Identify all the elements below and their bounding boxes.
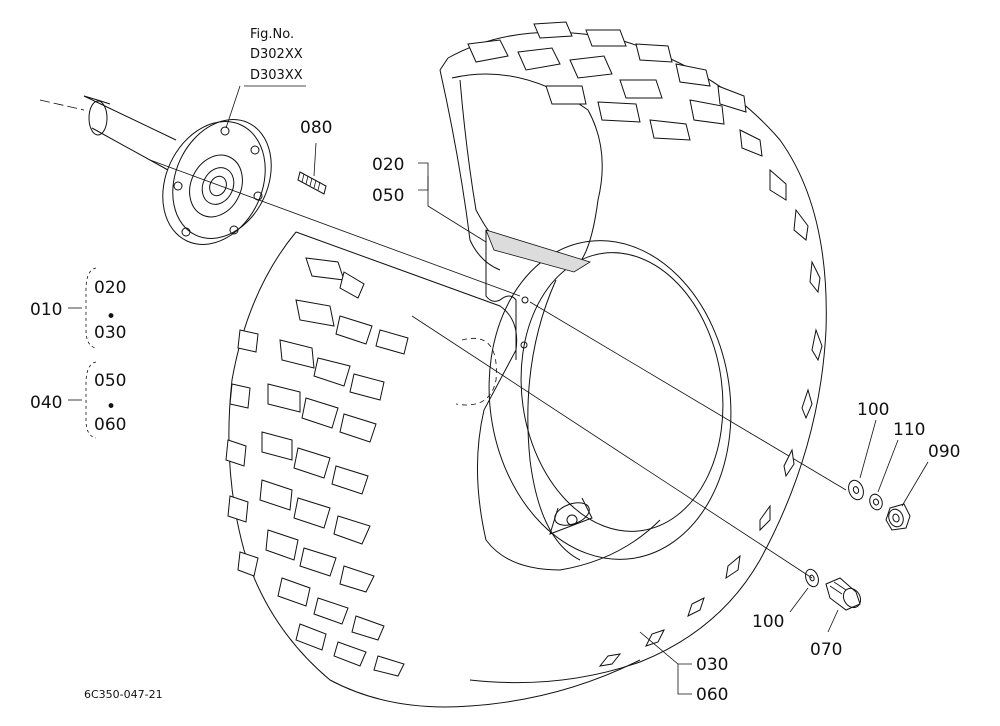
- tire-body: [228, 31, 827, 708]
- group-010-dot: •: [106, 307, 116, 327]
- callout-100-lower: 100: [752, 612, 784, 632]
- callout-110: 110: [893, 420, 925, 440]
- flat-washer-upper: [848, 479, 864, 501]
- callout-030-group: 030: [94, 323, 126, 343]
- callout-010: 010: [30, 300, 62, 320]
- spring-washer: [869, 493, 883, 511]
- hex-bolt: [825, 577, 862, 611]
- fig-ref-d303xx: D303XX: [250, 68, 303, 83]
- callout-020-group: 020: [94, 278, 126, 298]
- tread-pattern-front: [225, 257, 409, 677]
- callout-020-top: 020: [372, 155, 404, 175]
- lower-hardware-group: [789, 568, 862, 633]
- callout-060-bottom: 060: [696, 685, 728, 705]
- callout-070: 070: [810, 640, 842, 660]
- figure-reference: Fig.No. D302XX D303XX: [250, 27, 303, 83]
- fig-no-label: Fig.No.: [250, 27, 294, 42]
- wheel-nut: [885, 503, 911, 531]
- callout-100-upper: 100: [857, 400, 889, 420]
- callout-050-group: 050: [94, 371, 126, 391]
- upper-hardware-group: [848, 419, 929, 531]
- callout-group-010: 010 020 • 030: [30, 278, 126, 343]
- callout-group-040: 040 050 • 060: [30, 371, 126, 435]
- axle-shaft: [39, 95, 177, 171]
- callout-080: 080: [300, 118, 332, 138]
- callout-050-top: 050: [372, 186, 404, 206]
- hub-flange: [162, 85, 272, 245]
- assembly-center-lines: [149, 159, 847, 579]
- group-040-dot: •: [106, 397, 116, 417]
- tread-pattern-back: [467, 21, 823, 667]
- stud-bolt: [297, 142, 327, 195]
- drawing-code: 6C350-047-21: [84, 688, 163, 701]
- callout-brackets: [68, 85, 692, 695]
- callout-090: 090: [928, 442, 960, 462]
- callout-040: 040: [30, 393, 62, 413]
- fig-ref-d302xx: D302XX: [250, 47, 303, 62]
- callout-030-bottom: 030: [696, 655, 728, 675]
- flat-washer-lower: [805, 568, 819, 588]
- callout-060-group: 060: [94, 415, 126, 435]
